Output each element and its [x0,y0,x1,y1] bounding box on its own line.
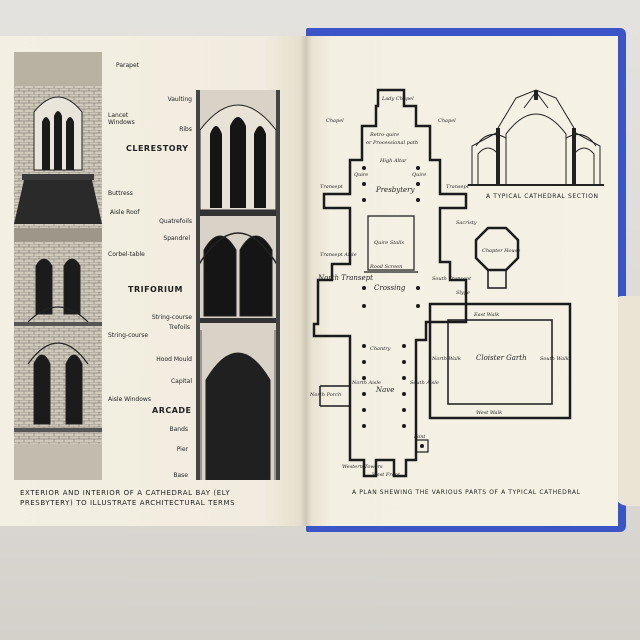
label-pier: Pier [176,446,188,453]
plan-caption: A PLAN SHEWING THE VARIOUS PARTS OF A TY… [352,489,581,496]
interior-bay-drawing [196,90,280,480]
label-aisle-roof: Aisle Roof [110,209,140,216]
label-quatrefoils: Quatrefoils [159,218,192,225]
plan-chapel-left: Chapel [326,118,344,124]
left-caption-line2: PRESBYTERY) TO ILLUSTRATE ARCHITECTURAL … [20,499,236,507]
label-corbel-table: Corbel-table [108,251,145,258]
label-base: Base [173,472,188,479]
left-caption-line1: EXTERIOR AND INTERIOR OF A CATHEDRAL BAY… [20,489,231,497]
label-trefoils: Trefoils [168,324,190,331]
plan-chapel-right: Chapel [438,118,456,124]
label-spandrel: Spandrel [163,235,190,242]
label-ribs: Ribs [179,126,192,133]
label-clerestory: CLERESTORY [126,144,189,153]
plan-sacristy: Sacristy [456,220,477,226]
plan-chapter-house: Chapter House [482,248,520,254]
plan-transept-right: Transept [446,184,470,190]
cathedral-plan-drawing: Lady Chapel Chapel Chapel Retro-quire or… [309,88,572,478]
plan-north-walk: North Walk [431,356,461,362]
label-triforium: TRIFORIUM [128,285,183,294]
book-gutter [300,36,312,526]
plan-north-aisle: North Aisle [351,380,381,386]
plan-slype: Slype [456,290,470,296]
label-vaulting: Vaulting [167,96,192,103]
plan-west-walk: West Walk [476,410,502,416]
label-lancet-windows: Lancet Windows [108,112,135,126]
plan-western-towers: Western Towers [342,464,383,470]
section-caption: A TYPICAL CATHEDRAL SECTION [486,193,599,200]
label-capital: Capital [170,378,192,385]
plan-south-transept: South Transept [432,276,472,282]
plan-cloister-garth: Cloister Garth [476,354,527,362]
plan-crossing: Crossing [374,284,406,292]
plan-rood-screen: Rood Screen [369,264,402,270]
plan-north-porch: North Porch [309,392,341,398]
label-hood-mould: Hood Mould [156,356,192,363]
plan-presbytery: Presbytery [375,186,416,194]
plan-retro-quire: Retro-quire [369,132,399,138]
plan-processional-path: or Processional path [366,140,418,146]
plan-nave: Nave [375,386,394,394]
paper-scrap [614,296,640,506]
plan-transept-aisle: Transept Aisle [320,252,357,258]
plan-south-walk: South Walk [540,356,569,362]
plan-east-walk: East Walk [473,312,499,318]
plan-transept-left: Transept [320,184,344,190]
plan-south-aisle: South Aisle [410,380,439,386]
plan-high-altar: High Altar [379,158,407,164]
exterior-bay-drawing [14,52,102,480]
plan-quire-stalls: Quire Stalls [374,240,404,246]
plan-quire-right: Quire [412,172,426,178]
label-buttress: Buttress [108,190,133,197]
label-arcade: ARCADE [152,406,192,415]
plan-quire-left: Quire [354,172,368,178]
label-bands: Bands [169,426,188,433]
label-aisle-windows: Aisle Windows [108,396,151,403]
label-string-course-top: String-course [151,314,192,321]
plan-west-front: West Front [372,472,401,478]
plan-lady-chapel: Lady Chapel [381,96,414,102]
plan-labels: Lady Chapel Chapel Chapel Retro-quire or… [309,96,569,478]
plan-north-transept: North Transept [317,274,373,282]
label-parapet: Parapet [116,62,140,69]
label-string-course-bottom: String-course [108,332,149,339]
plan-chantry: Chantry [370,346,391,352]
cathedral-section-drawing [468,89,604,186]
plan-font: Font [413,434,426,440]
